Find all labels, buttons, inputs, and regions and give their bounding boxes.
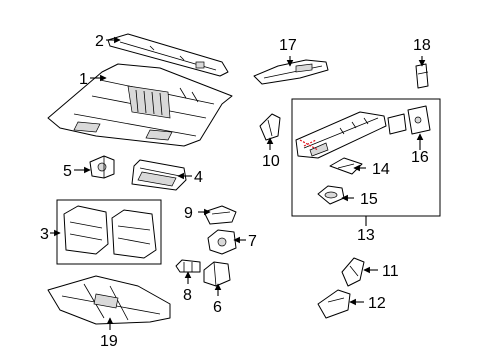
- part-17-rail: [253, 59, 329, 85]
- callout-15: 15: [360, 191, 378, 208]
- part-1-floor-pan: [47, 63, 233, 147]
- leader-lines: [50, 36, 426, 330]
- part-12-bracket: [317, 289, 351, 319]
- callout-19: 19: [100, 333, 118, 350]
- callout-8: 8: [183, 287, 192, 304]
- part-14-bracket: [329, 157, 363, 175]
- part-10-bracket: [259, 113, 281, 141]
- callout-7: 7: [248, 233, 257, 250]
- part-18-bracket: [415, 63, 429, 89]
- callout-2: 2: [95, 33, 104, 50]
- part-11-bracket: [341, 257, 365, 287]
- callout-9: 9: [184, 205, 193, 222]
- part-16-bracket: [407, 105, 431, 135]
- part-19-floor-section: [47, 275, 171, 325]
- part-6-bracket: [203, 261, 231, 287]
- part-9-bracket: [203, 205, 237, 225]
- part-4-rail: [131, 159, 187, 191]
- callout-3: 3: [40, 226, 49, 243]
- callout-16: 16: [411, 149, 429, 166]
- part-7-bracket: [207, 229, 237, 255]
- part-3-panels: [63, 205, 157, 259]
- callout-1: 1: [79, 71, 88, 88]
- callout-6: 6: [213, 299, 222, 316]
- part-2-crossmember: [107, 33, 229, 77]
- callout-17: 17: [279, 37, 297, 54]
- callout-12: 12: [368, 295, 386, 312]
- part-13-rail-assembly: [295, 111, 407, 159]
- part-15-bracket: [317, 185, 345, 205]
- callout-14: 14: [372, 161, 390, 178]
- callout-labels: 2 1 5 4 3 9 7 8 6 10 17 18 16 14 15 13 1…: [40, 33, 431, 350]
- part-5-bracket: [89, 155, 115, 179]
- callout-4: 4: [194, 169, 203, 186]
- part-8-clip: [175, 259, 201, 273]
- callout-18: 18: [413, 37, 431, 54]
- callout-5: 5: [63, 163, 72, 180]
- callout-13: 13: [357, 227, 375, 244]
- callout-10: 10: [262, 153, 280, 170]
- callout-11: 11: [382, 263, 399, 280]
